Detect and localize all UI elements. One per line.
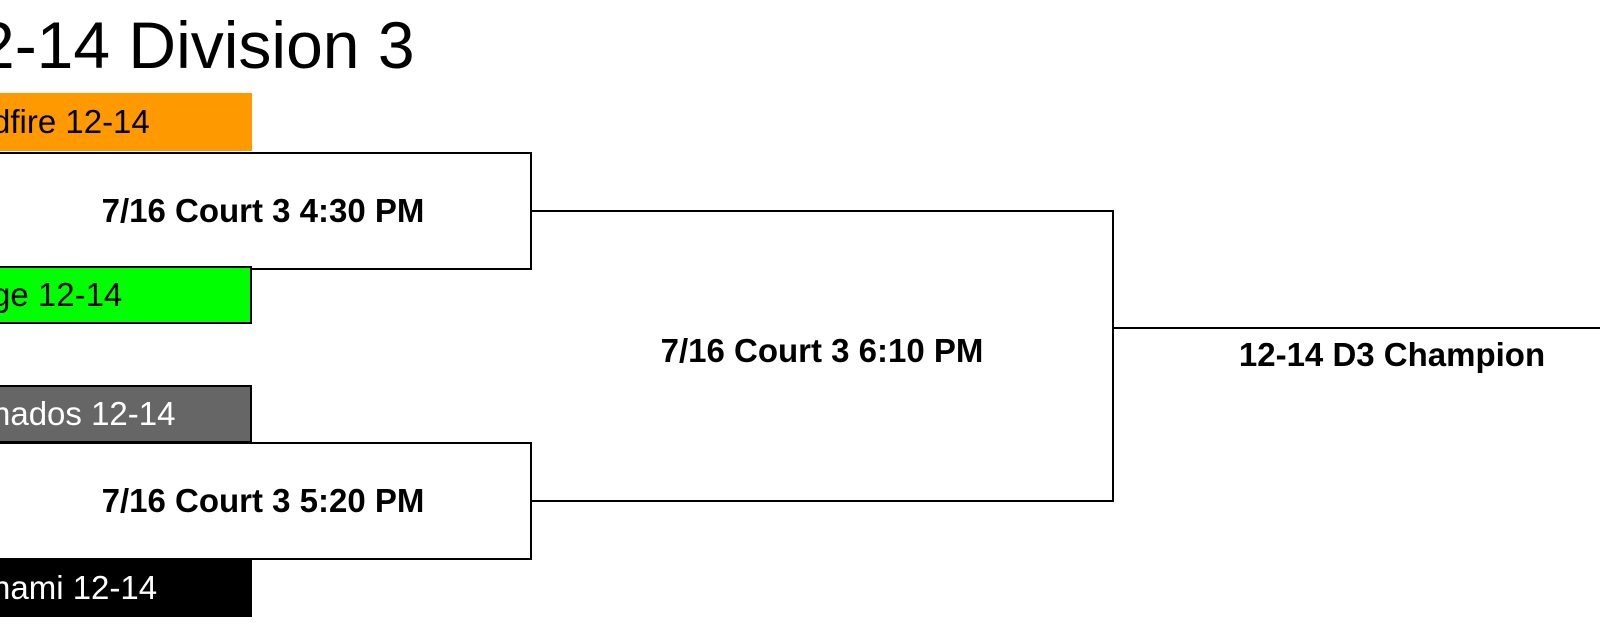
- team-name-4: nami 12-14: [0, 569, 158, 606]
- semifinal-1-box: 7/16 Court 3 4:30 PM: [0, 152, 532, 270]
- semifinal-2-label: 7/16 Court 3 5:20 PM: [101, 482, 425, 519]
- semifinal-1-label: 7/16 Court 3 4:30 PM: [101, 192, 425, 229]
- team-name-1: dfire 12-14: [0, 103, 150, 140]
- bracket-title: 2-14 Division 3: [0, 8, 415, 82]
- team-slot-4: nami 12-14: [0, 559, 252, 617]
- team-slot-3: nados 12-14: [0, 385, 252, 443]
- team-name-2: ge 12-14: [0, 276, 123, 313]
- team-slot-2: ge 12-14: [0, 266, 252, 324]
- bracket-connector-vertical: [1112, 210, 1114, 502]
- team-name-3: nados 12-14: [0, 395, 176, 432]
- champion-label: 12-14 D3 Champion: [1238, 336, 1546, 373]
- final-game-label: 7/16 Court 3 6:10 PM: [660, 332, 984, 369]
- semifinal-2-box: 7/16 Court 3 5:20 PM: [0, 442, 532, 560]
- team-slot-1: dfire 12-14: [0, 93, 252, 151]
- bracket-connector-top: [532, 210, 1114, 212]
- bracket-connector-champion: [1112, 327, 1600, 329]
- bracket-connector-bottom: [532, 500, 1114, 502]
